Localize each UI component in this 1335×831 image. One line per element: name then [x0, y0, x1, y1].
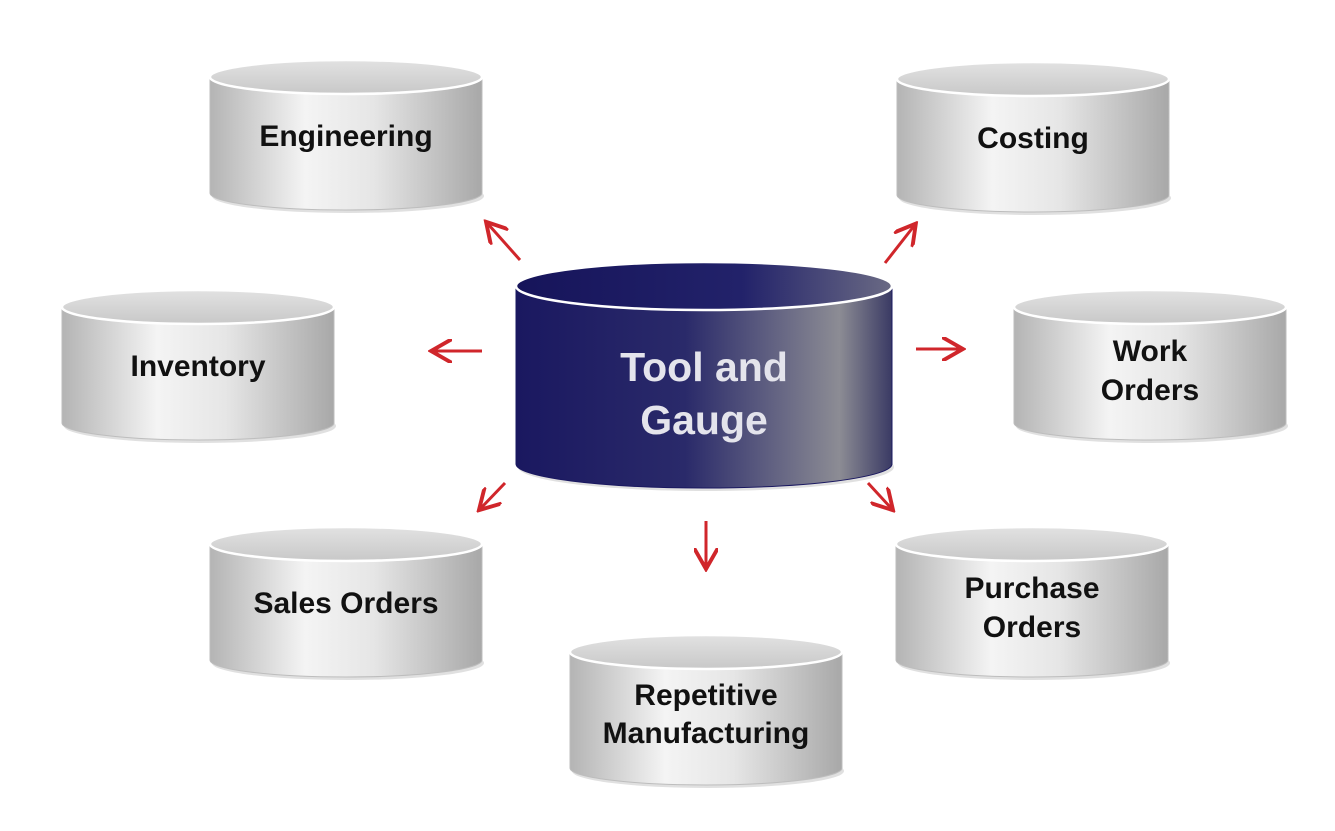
node-label-purchase-orders: Purchase — [964, 572, 1099, 605]
node-label-engineering: Engineering — [259, 120, 432, 153]
connector-arrow — [883, 226, 914, 264]
node-costing: Costing — [895, 60, 1171, 215]
cylinder-top — [1012, 288, 1288, 326]
connector-arrows — [434, 224, 960, 566]
node-label-work-orders: Orders — [1101, 374, 1199, 407]
cylinder-top — [895, 60, 1171, 98]
cylinder-top — [60, 288, 336, 326]
cylinder-body — [1013, 306, 1287, 441]
cylinder-top — [208, 58, 484, 96]
node-label-repetitive-manufacturing: Repetitive — [634, 679, 777, 712]
hub-label: Tool and — [620, 344, 788, 390]
cylinder-top — [208, 525, 484, 563]
cylinder-body — [569, 651, 843, 786]
node-label-work-orders: Work — [1113, 335, 1188, 368]
node-engineering: Engineering — [208, 58, 484, 213]
connector-arrow — [866, 481, 891, 508]
cylinder-top — [514, 260, 894, 312]
node-label-purchase-orders: Orders — [983, 611, 1081, 644]
cylinder-body — [209, 76, 483, 211]
connector-arrow — [481, 481, 507, 508]
node-inventory: Inventory — [60, 288, 336, 443]
node-label-costing: Costing — [977, 122, 1089, 155]
connector-arrow — [488, 224, 522, 261]
hub-label: Gauge — [640, 397, 768, 443]
cylinder-body — [61, 306, 335, 441]
node-label-inventory: Inventory — [130, 350, 265, 383]
node-label-sales-orders: Sales Orders — [253, 587, 438, 620]
cylinder-top — [894, 525, 1170, 563]
cylinder-body — [896, 78, 1170, 213]
node-sales-orders: Sales Orders — [208, 525, 484, 680]
node-label-repetitive-manufacturing: Manufacturing — [603, 717, 810, 750]
cylinder-body — [515, 285, 893, 489]
cylinder-top — [568, 633, 844, 671]
cylinder-body — [895, 543, 1169, 678]
cylinder-body — [209, 543, 483, 678]
